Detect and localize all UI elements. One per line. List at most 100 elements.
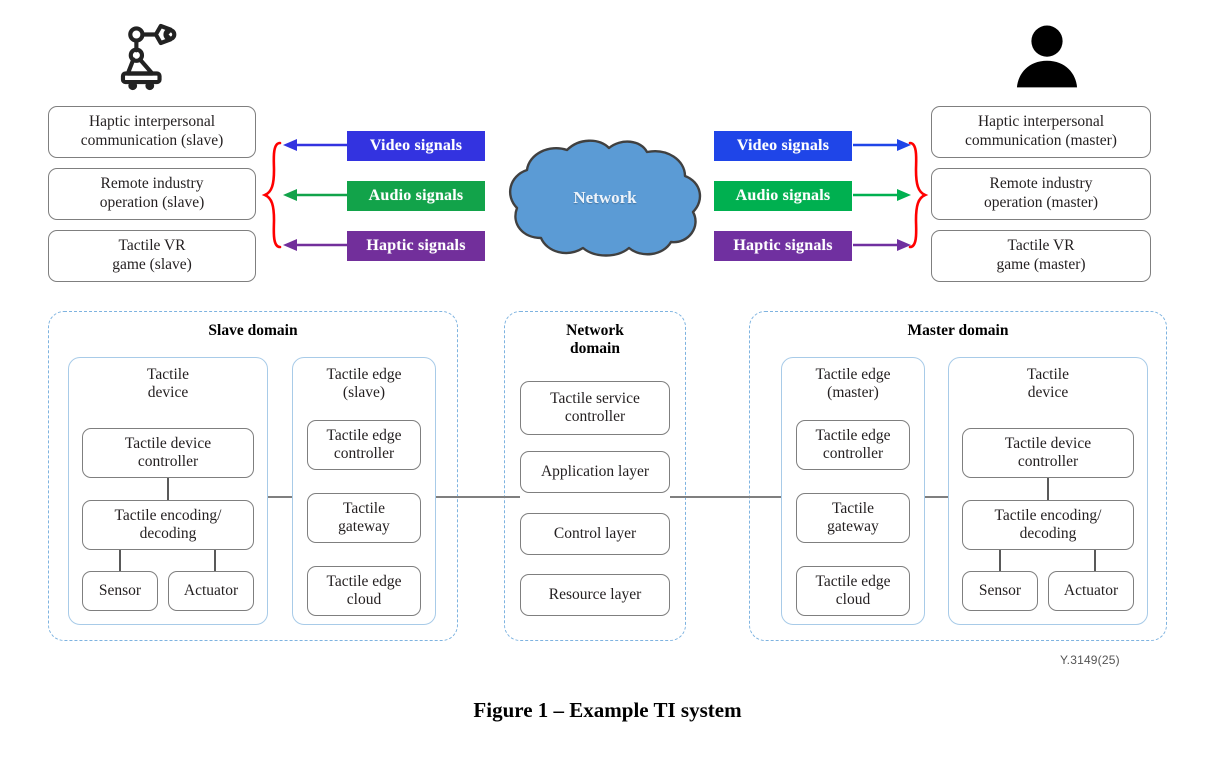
arrow-right-haptic [853,236,913,254]
network-cloud-label: Network [573,188,637,207]
box-line2: controller [333,445,395,462]
connector-edge-slave-to-network [436,496,520,498]
connector-device-master-v1 [1047,478,1049,500]
app-box-left-1-text: Remote industry operation (slave) [100,175,205,212]
box-line2: controller [822,445,884,462]
app-box-right-1[interactable]: Remote industry operation (master) [931,168,1151,220]
arrow-right-audio [853,186,913,204]
box-text: Tactile gateway [338,500,390,536]
box-tactile-edge-controller-master[interactable]: Tactile edge controller [796,420,910,470]
box-line1: Tactile encoding/ [994,507,1102,525]
group-title-line1: Tactile edge [326,366,402,383]
box-tactile-device-controller-master[interactable]: Tactile device controller [962,428,1134,478]
group-title-line2: (master) [827,384,879,402]
connector-device-slave-v3 [214,549,216,571]
figure-caption: Figure 1 – Example TI system [473,698,742,722]
domain-title-line1: Slave domain [208,322,298,339]
domain-master [749,311,1167,641]
box-tactile-edge-controller-slave[interactable]: Tactile edge controller [307,420,421,470]
domain-master-title: Master domain [749,322,1167,340]
app-box-right-1-text: Remote industry operation (master) [984,175,1098,212]
box-text: Tactile service controller [550,390,640,426]
app-box-left-2-text: Tactile VR game (slave) [112,237,192,274]
box-resource-layer[interactable]: Resource layer [520,574,670,616]
app-line1: Tactile VR [1007,237,1075,255]
box-tactile-service-controller[interactable]: Tactile service controller [520,381,670,435]
domain-title-line1: Master domain [907,322,1009,339]
group-tactile-edge-slave-title: Tactile edge (slave) [292,366,436,403]
domain-slave [48,311,458,641]
connector-device-master-v3 [1094,549,1096,571]
box-line2: controller [564,408,626,425]
connector-network-to-edge-master [670,496,781,498]
box-text: Tactile edge controller [815,427,890,463]
box-line1: Sensor [98,582,142,600]
app-box-right-2[interactable]: Tactile VR game (master) [931,230,1151,282]
box-line1: Tactile edge [815,427,891,445]
box-tactile-gateway-slave[interactable]: Tactile gateway [307,493,421,543]
box-tactile-gateway-master[interactable]: Tactile gateway [796,493,910,543]
box-tactile-edge-cloud-slave[interactable]: Tactile edge cloud [307,566,421,616]
domain-title-line2: domain [570,340,620,358]
figure-code: Y.3149(25) [1060,653,1120,667]
box-text: Tactile encoding/ decoding [995,507,1102,543]
group-tactile-edge-master-title: Tactile edge (master) [781,366,925,403]
box-line1: Resource layer [548,586,642,604]
app-box-right-2-text: Tactile VR game (master) [996,237,1085,274]
box-actuator-slave[interactable]: Actuator [168,571,254,611]
group-tactile-device-slave-title: Tactile device [68,366,268,403]
chip-label: Haptic signals [733,237,833,254]
box-text: Tactile encoding/ decoding [115,507,222,543]
box-line2: cloud [835,591,871,608]
box-line1: Tactile [343,500,385,518]
chip-label: Audio signals [368,187,464,204]
signal-chip-left-haptic[interactable]: Haptic signals [347,231,485,261]
box-line1: Tactile device [124,435,212,453]
signal-chip-right-haptic[interactable]: Haptic signals [714,231,852,261]
signal-chip-right-video[interactable]: Video signals [714,131,852,161]
box-line1: Tactile service [550,390,640,408]
network-cloud[interactable]: Network [505,138,705,258]
box-tactile-encoding-decoding-master[interactable]: Tactile encoding/ decoding [962,500,1134,550]
domain-title-line1: Network [566,322,624,339]
box-tactile-device-controller-slave[interactable]: Tactile device controller [82,428,254,478]
app-line2: operation (master) [983,194,1099,211]
chip-label: Video signals [736,137,830,154]
box-text: Tactile edge cloud [815,573,890,609]
box-application-layer[interactable]: Application layer [520,451,670,493]
box-line1: Control layer [553,525,637,543]
group-tactile-device-master-title: Tactile device [948,366,1148,403]
box-tactile-encoding-decoding-slave[interactable]: Tactile encoding/ decoding [82,500,254,550]
domain-network [504,311,686,641]
box-line2: controller [1017,453,1079,470]
app-line1: Remote industry [989,175,1093,193]
signal-chip-left-video[interactable]: Video signals [347,131,485,161]
box-sensor-master[interactable]: Sensor [962,571,1038,611]
box-line1: Tactile encoding/ [114,507,222,525]
box-line2: decoding [139,525,197,542]
box-text: Tactile gateway [827,500,879,536]
app-box-right-0[interactable]: Haptic interpersonal communication (mast… [931,106,1151,158]
signal-chip-left-audio[interactable]: Audio signals [347,181,485,211]
signal-chip-right-audio[interactable]: Audio signals [714,181,852,211]
brace-right [906,140,929,250]
group-title-line1: Tactile edge [815,366,891,383]
box-tactile-edge-cloud-master[interactable]: Tactile edge cloud [796,566,910,616]
app-box-left-2[interactable]: Tactile VR game (slave) [48,230,256,282]
app-line1: Tactile VR [118,237,186,255]
group-title-line1: Tactile [1027,366,1069,383]
domain-network-title: Network domain [504,322,686,359]
app-line1: Haptic interpersonal [88,113,216,131]
app-box-left-0[interactable]: Haptic interpersonal communication (slav… [48,106,256,158]
connector-device-slave-v2 [119,549,121,571]
box-text: Tactile edge controller [326,427,401,463]
box-actuator-master[interactable]: Actuator [1048,571,1134,611]
box-line2: cloud [346,591,382,608]
app-box-left-1[interactable]: Remote industry operation (slave) [48,168,256,220]
app-line2: communication (slave) [80,132,224,149]
arrow-left-video [281,136,347,154]
box-sensor-slave[interactable]: Sensor [82,571,158,611]
box-line1: Sensor [978,582,1022,600]
box-control-layer[interactable]: Control layer [520,513,670,555]
